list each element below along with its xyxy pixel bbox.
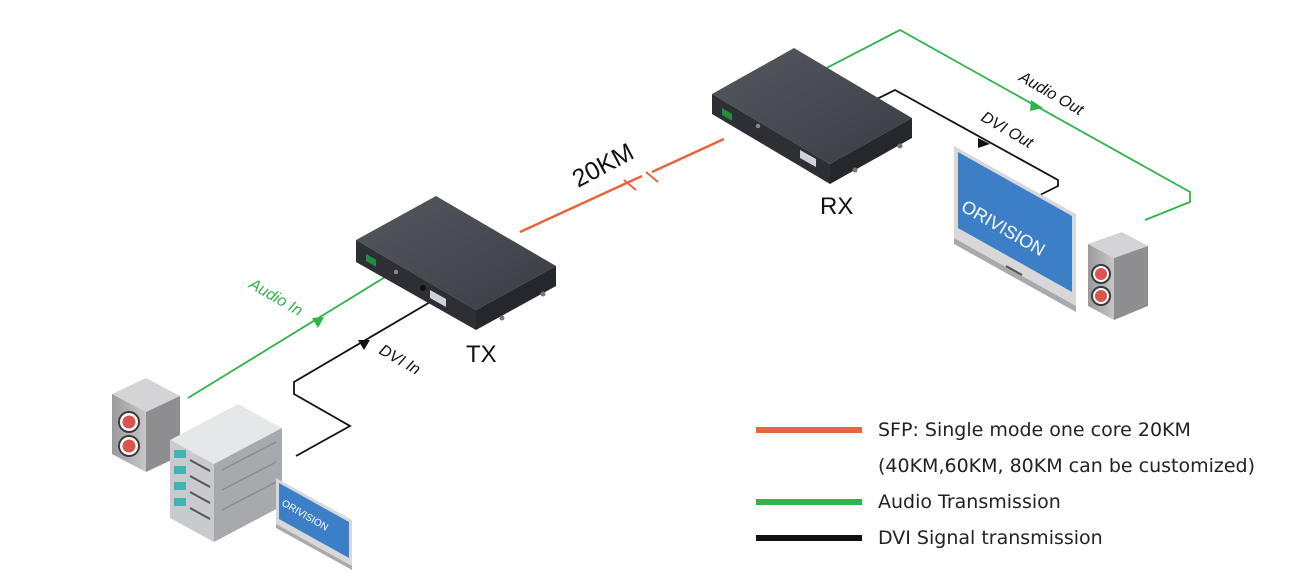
dvi-in-label: DVI In [376, 342, 423, 379]
tx-label: TX [466, 341, 497, 368]
legend-item-dvi: DVI Signal transmission [756, 520, 1276, 556]
audio-in-label: Audio In [245, 275, 305, 320]
tx-extender-icon [356, 196, 556, 330]
legend-swatch-dvi [756, 535, 862, 541]
legend-text-dvi: DVI Signal transmission [878, 527, 1103, 549]
dvi-out-label: DVI Out [978, 109, 1036, 152]
legend-text-audio: Audio Transmission [878, 491, 1061, 513]
legend: SFP: Single mode one core 20KM (40KM,60K… [756, 412, 1276, 556]
legend-item-audio: Audio Transmission [756, 484, 1276, 520]
monitor-icon [954, 146, 1076, 312]
audio-in-line [187, 270, 396, 399]
legend-swatch-fiber [756, 427, 862, 433]
legend-item-fiber: SFP: Single mode one core 20KM [756, 412, 1276, 448]
legend-swatch-audio [756, 499, 862, 505]
audio-out-label: Audio Out [1015, 68, 1086, 119]
rx-extender-icon [712, 48, 912, 184]
dvi-in-line [293, 297, 438, 457]
speaker-icon [1088, 232, 1148, 320]
server-icon [170, 404, 282, 542]
speaker-icon [112, 378, 180, 472]
monitor-icon [276, 478, 352, 570]
legend-text-fiber: SFP: Single mode one core 20KM [878, 419, 1191, 441]
fiber-distance-label: 20KM [568, 138, 639, 193]
legend-item-fiber-note: (40KM,60KM, 80KM can be customized) [756, 448, 1276, 484]
fiber-link [519, 137, 725, 234]
legend-text-fiber-note: (40KM,60KM, 80KM can be customized) [878, 455, 1256, 477]
rx-label: RX [820, 193, 853, 220]
